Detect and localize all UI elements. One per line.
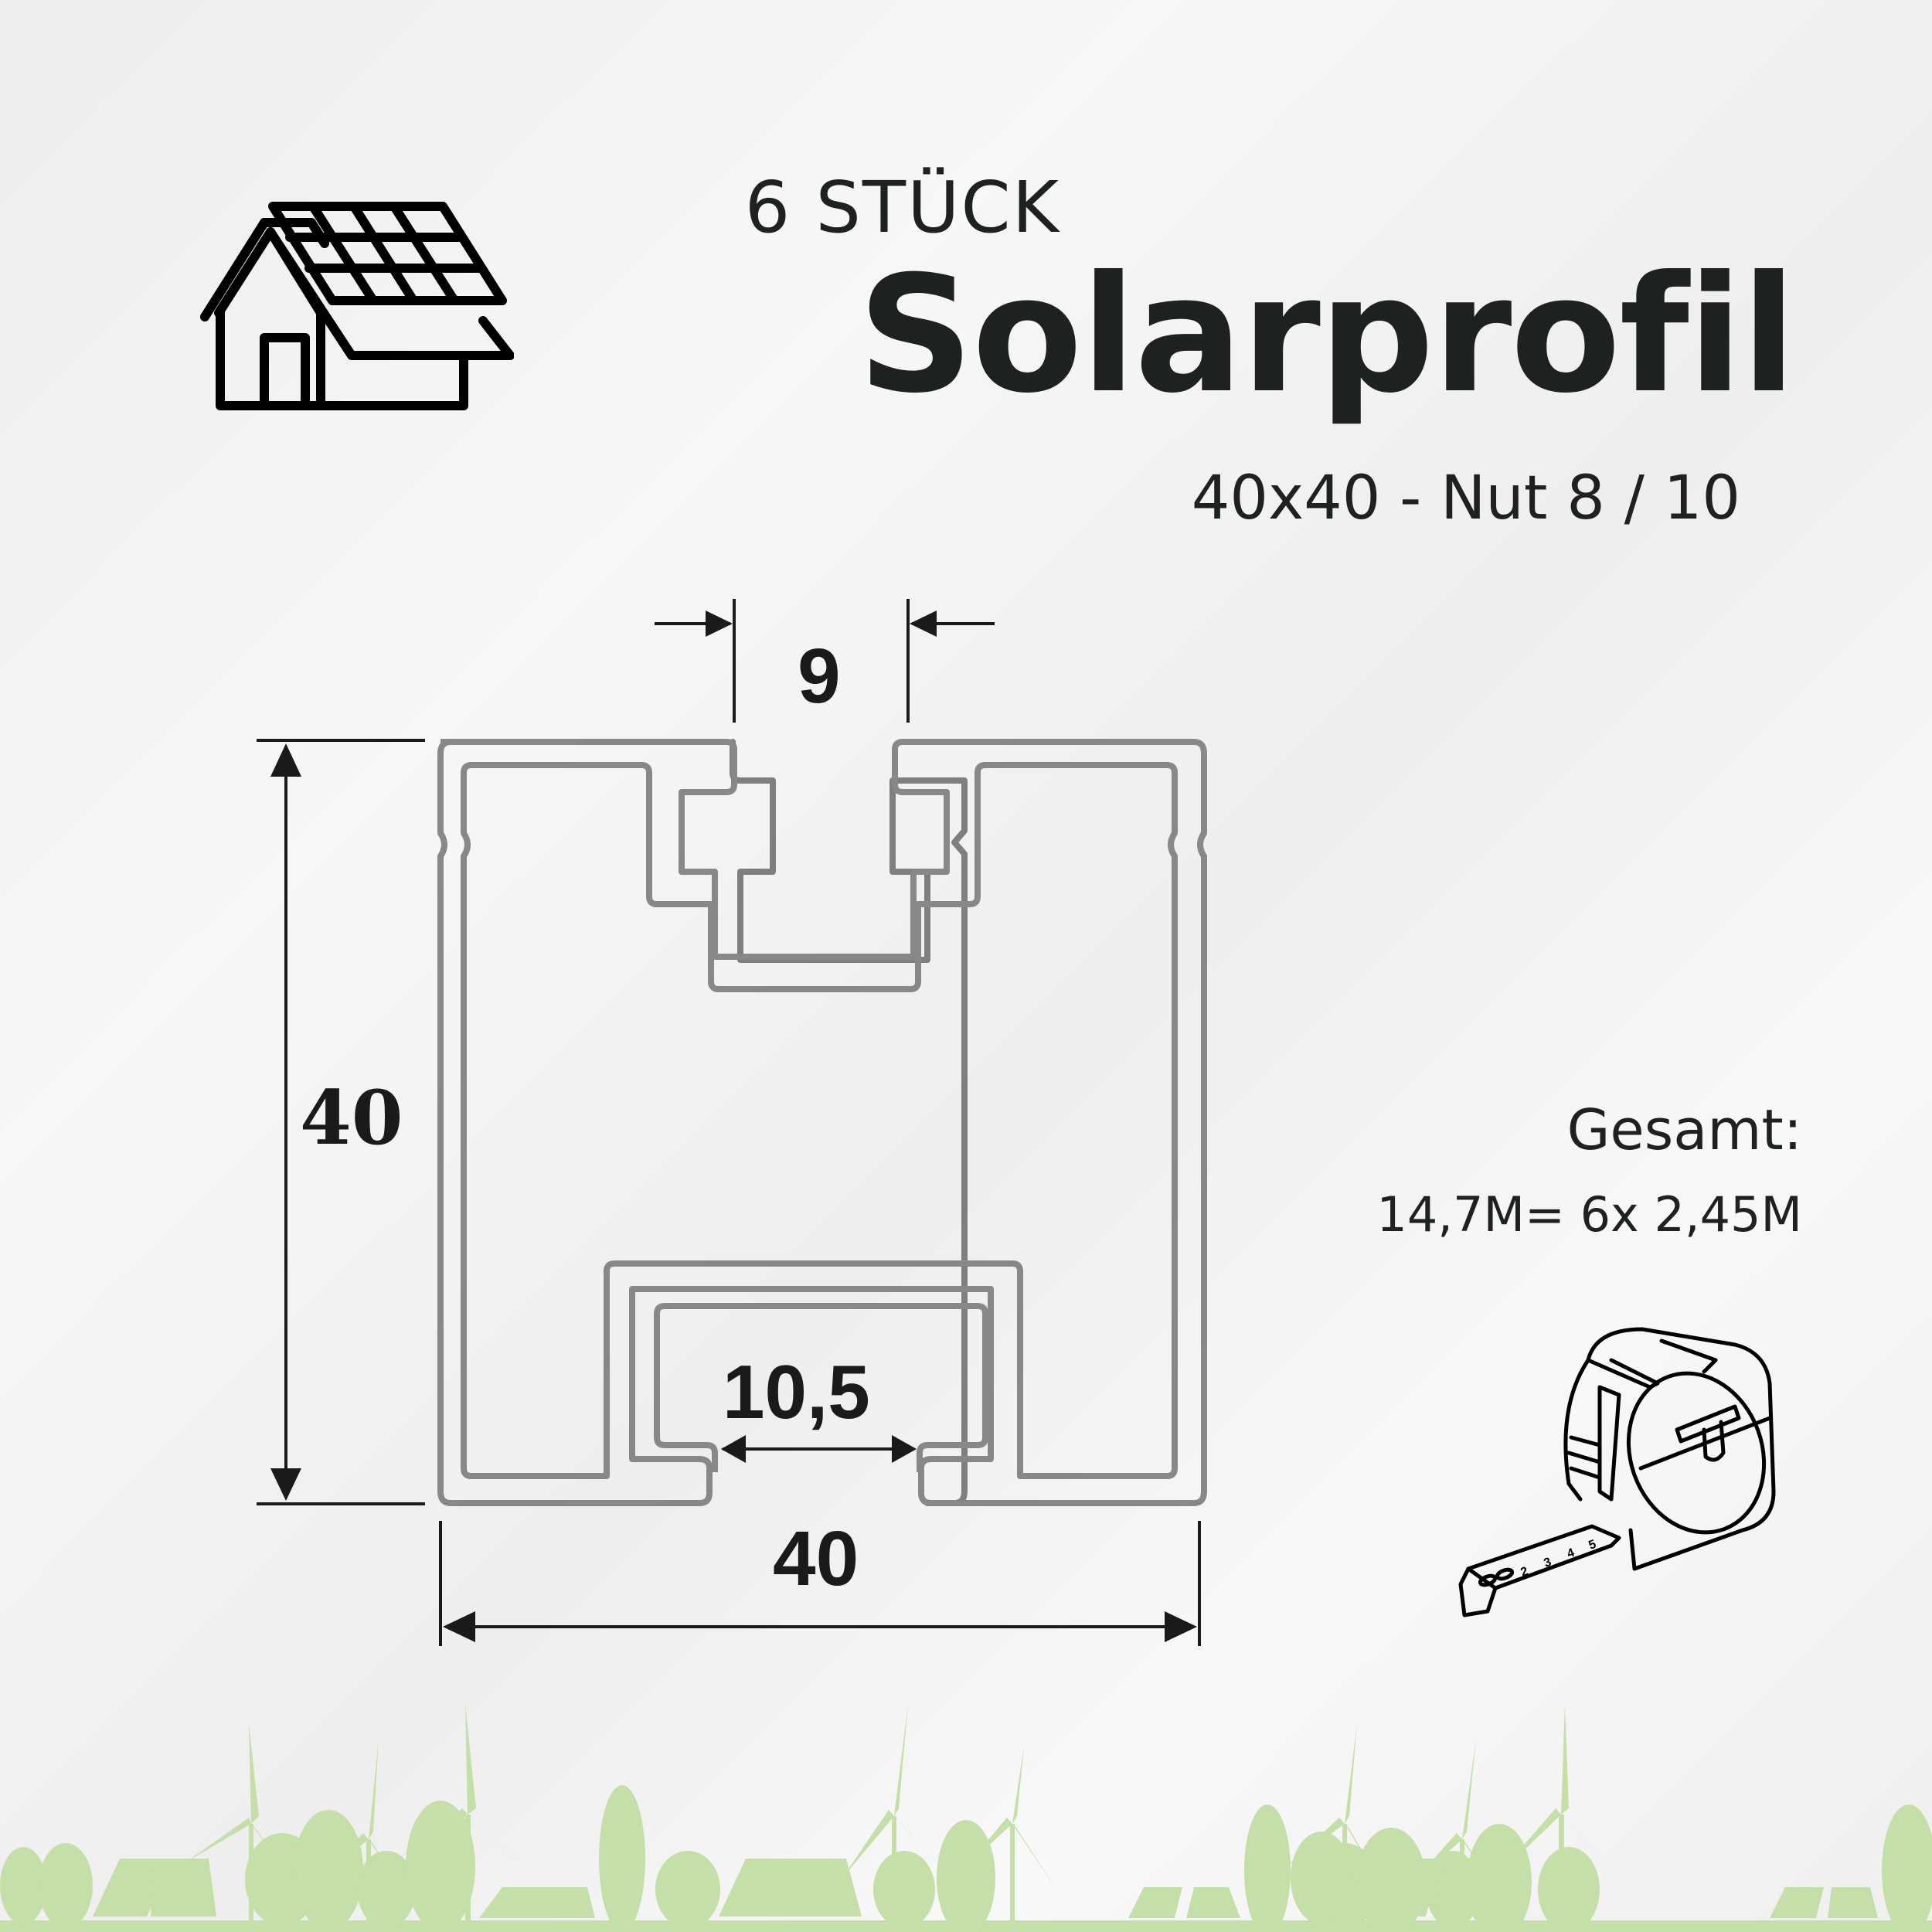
tape-mark-5: 5 [1587,1538,1598,1553]
product-title: Solarprofil [858,242,1796,429]
total-length-label: Gesamt: [1566,1097,1802,1162]
quantity-label: 6 STÜCK [744,166,1060,249]
renewable-landscape-illustration [0,1704,1932,1932]
total-length-value: 14,7M= 6x 2,45M [1376,1186,1802,1243]
tape-measure-icon: 2 3 4 5 [1458,1327,1776,1617]
tape-mark-3: 3 [1543,1556,1553,1570]
tape-mark-4: 4 [1566,1546,1577,1561]
product-subtitle: 40x40 - Nut 8 / 10 [1191,464,1740,533]
dimension-top-slot: 9 [798,633,841,719]
dimension-height: 40 [300,1074,403,1162]
dimension-width: 40 [773,1515,859,1602]
dimension-bottom-slot: 10,5 [723,1349,870,1434]
profile-cross-section-drawing [257,599,1207,1646]
solar-house-icon [200,202,514,410]
